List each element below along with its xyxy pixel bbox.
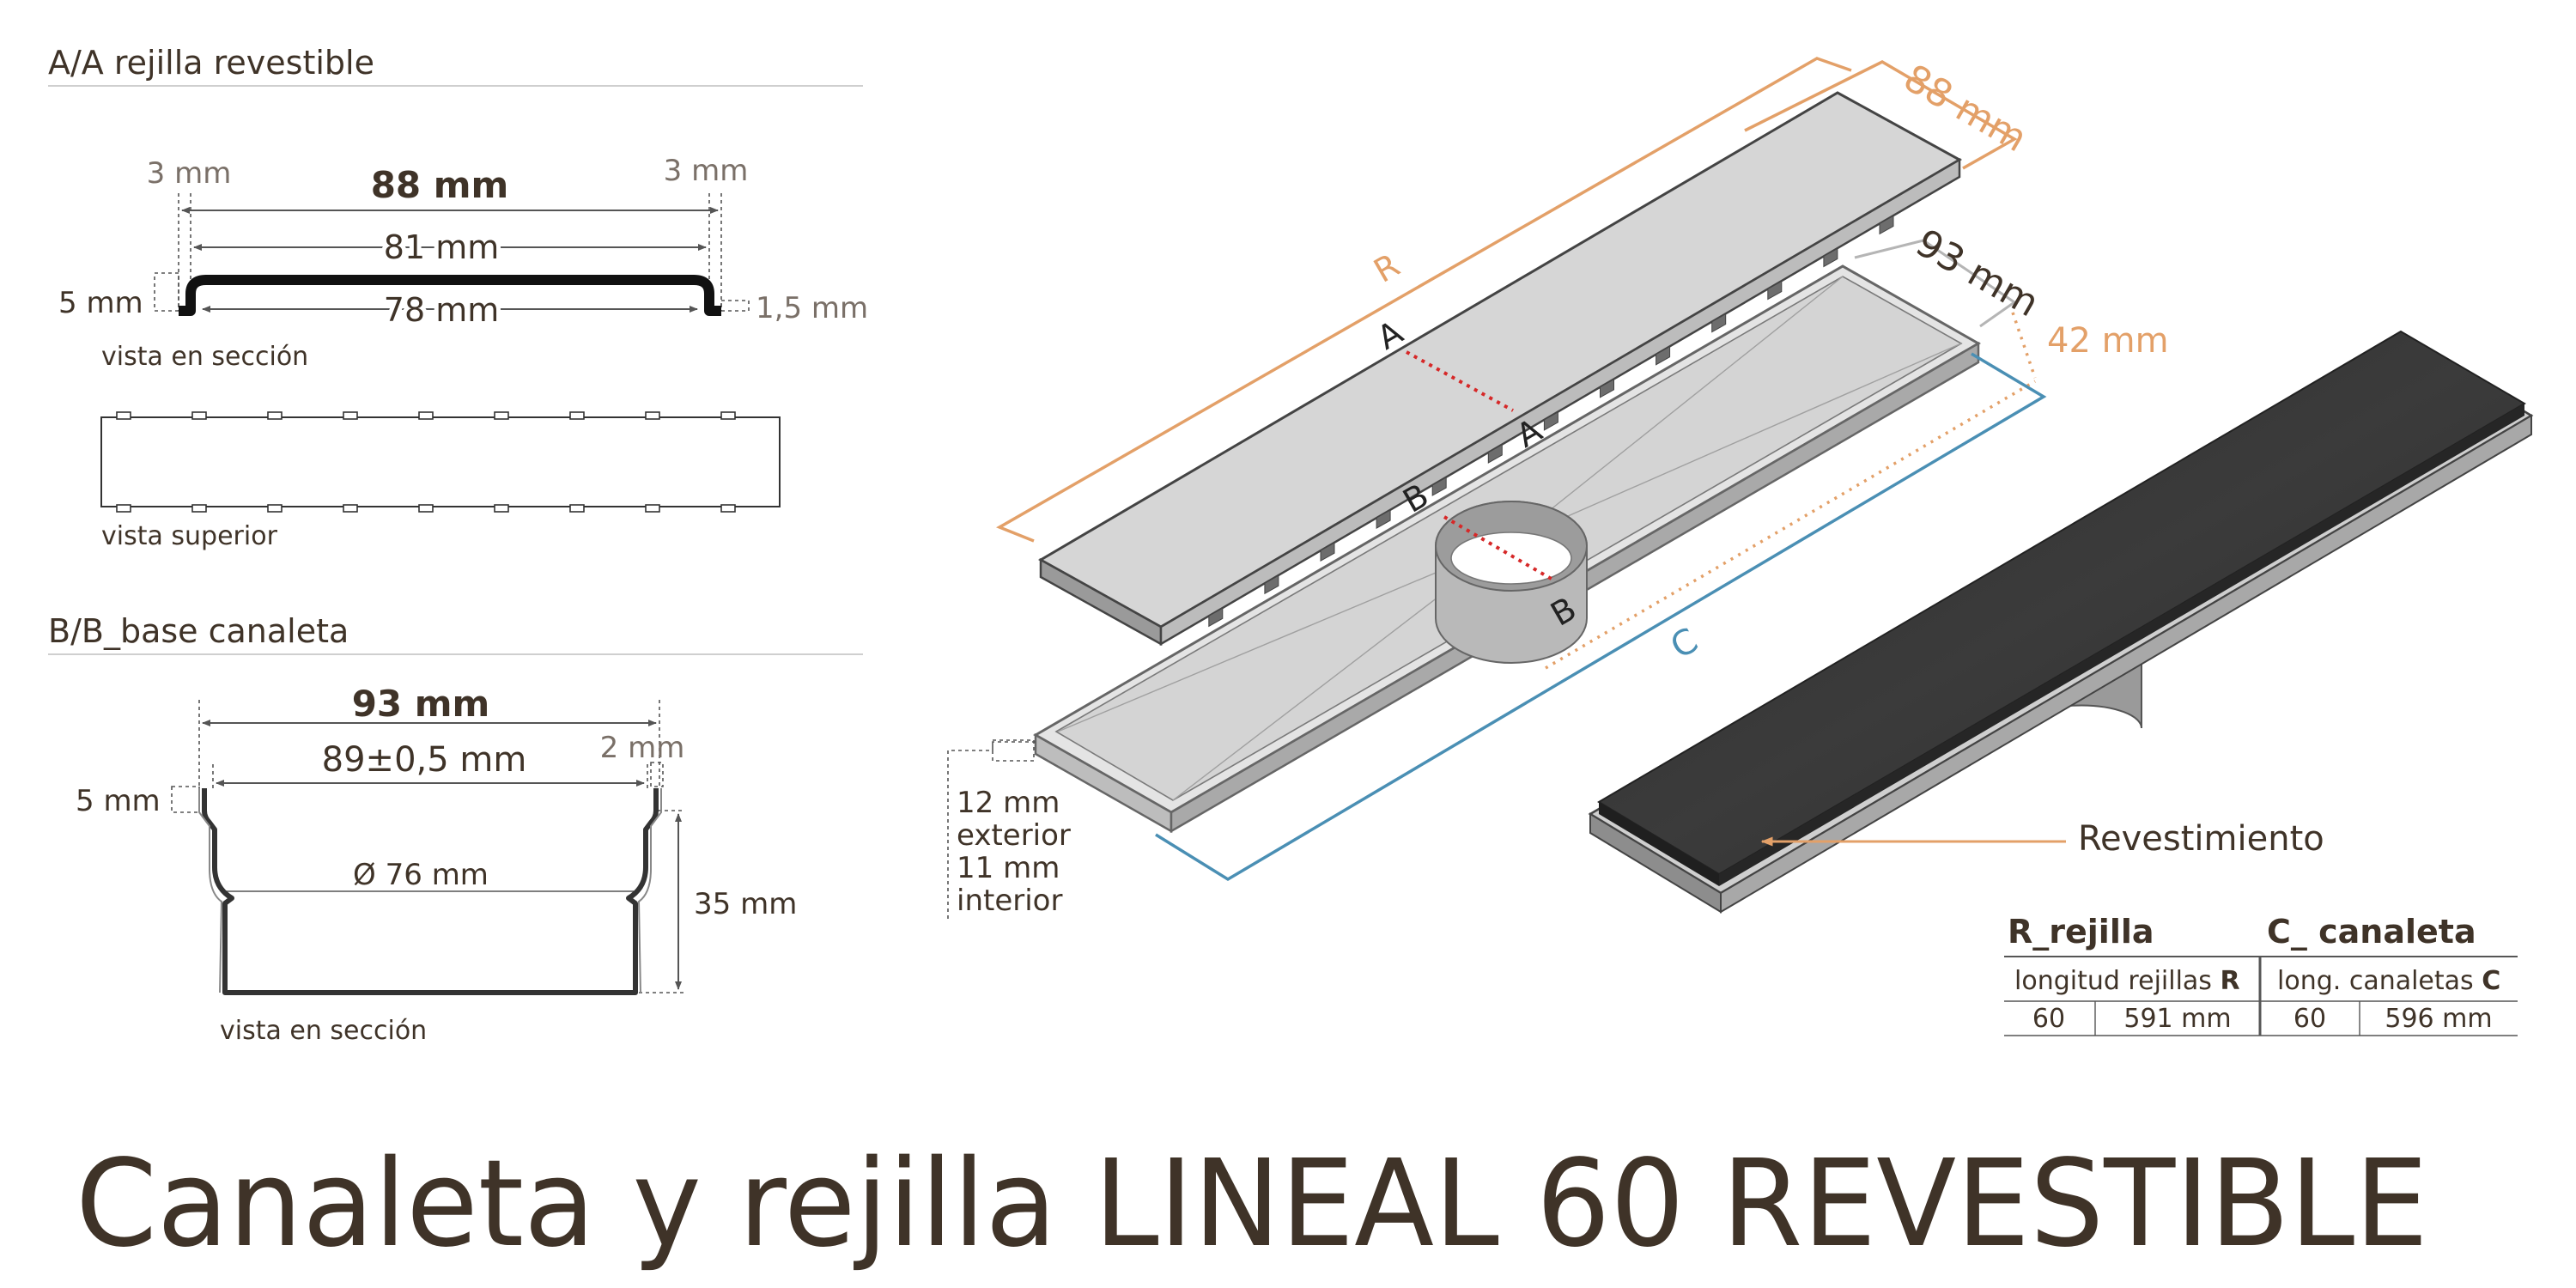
coating-label: Revestimiento [2078,819,2324,859]
edge-note-line-3: 11 mm [957,851,1060,885]
grate-iso-tab [1487,444,1503,464]
ext-box [650,762,664,787]
grate-tab [645,411,660,420]
caption-section-aa: vista en sección [101,342,308,372]
edge-note-line-1: 12 mm [957,786,1060,820]
caption-section-bb: vista en sección [220,1016,427,1046]
spec-table: R_rejilla C_ canaleta longitud rejillas … [2004,913,2518,1036]
grate-tab [645,504,660,513]
section-a-marker [1406,350,1514,412]
table-r-length: 591 mm [2123,1004,2231,1034]
grate-tab [191,411,207,420]
isometric-view: R 88 mm 93 mm 42 mm C A A B B 12 mm exte… [947,56,2169,919]
grate-tab [267,504,283,513]
dim-5-label: 5 mm [58,286,143,320]
grate-tab [569,504,585,513]
table-c-model: 60 [2293,1004,2326,1034]
page-title: Canaleta y rejilla LINEAL 60 REVESTIBLE [76,1134,2428,1274]
dim-5-bb-label: 5 mm [76,784,161,818]
grate-iso-tab [1656,345,1671,366]
grate-tab [720,411,736,420]
grate-iso [1037,91,1963,647]
ext-box [720,300,750,312]
channel-profile [202,788,659,995]
grate-tab [494,411,509,420]
grate-tab [720,504,736,513]
dim-93-label: 93 mm [352,683,490,725]
table-c-length: 596 mm [2385,1004,2492,1034]
dim-42-label: 42 mm [2047,321,2169,361]
dim-2-label: 2 mm [600,731,685,765]
grate-iso-tab [1431,477,1447,496]
section-bb: B/B_base canaleta 93 mm 89±0,5 mm 2 mm 5… [48,612,863,1046]
grate-iso-tab [1543,411,1558,431]
grate-tab [191,504,207,513]
grate-tab [267,411,283,420]
section-bb-heading: B/B_base canaleta [48,612,349,650]
table-r-subheader: longitud rejillas R [2014,966,2240,996]
dim-93-iso-label: 93 mm [1909,221,2046,325]
dim-r-line [995,57,1852,543]
table-r-model: 60 [2032,1004,2065,1034]
dim-88-iso-line [1744,60,2018,170]
grate-tab [116,411,131,420]
grate-tab [418,411,434,420]
grate-iso-tab [1320,542,1335,562]
grate-tab [494,504,509,513]
edge-note-box [992,739,1035,762]
grate-tab [569,411,585,420]
section-aa-heading: A/A rejilla revestible [48,44,374,82]
grate-profile [179,275,721,316]
dim-r-label: R [1368,246,1406,289]
section-b-marker [1443,515,1556,582]
dim-93-iso-line [1854,239,2017,328]
section-aa: A/A rejilla revestible 88 mm 3 mm 3 mm 8… [48,44,868,551]
dim-3-left-label: 3 mm [147,156,232,191]
table-c-header: C_ canaleta [2267,913,2476,951]
dim-c-line [1155,352,2047,882]
edge-note-line-4: interior [957,884,1062,918]
table-r-header: R_rejilla [2008,913,2154,951]
edge-note-line-2: exterior [957,818,1071,853]
coated-assembly: Revestimiento [1588,330,2534,914]
table-c-subheader: long. canaletas C [2277,966,2500,996]
dim-81-label: 81 mm [384,228,499,266]
ext-box [154,272,179,312]
grate-top-view [100,411,781,513]
grate-iso-tab [1264,574,1279,595]
channel-iso [1032,264,1982,834]
dim-88-label: 88 mm [371,164,509,206]
dim-42-line [2011,312,2037,379]
grate-tab [418,504,434,513]
grate-iso-tab [1767,280,1783,301]
dim-dotted-edge [1545,380,2036,670]
dim-3-right-label: 3 mm [664,154,749,188]
grate-tab [116,504,131,513]
dim-c-label: C [1664,621,1704,667]
grate-iso-tab [1711,313,1727,333]
caption-top-view: vista superior [101,521,278,551]
channel-profile-inner [198,788,662,993]
dim-78-label: 78 mm [384,291,499,329]
dim-35-label: 35 mm [694,887,797,921]
grate-iso-tab [1823,247,1838,268]
dim-1-5-label: 1,5 mm [756,291,868,325]
grate-tab [343,411,358,420]
grate-tab [343,504,358,513]
grate-iso-tab [1879,215,1894,235]
dim-76-label: Ø 76 mm [353,858,489,892]
dim-89-label: 89±0,5 mm [322,740,527,780]
ext-box [171,786,200,813]
grate-iso-tab [1376,509,1391,529]
grate-iso-tab [1208,607,1224,628]
grate-iso-tab [1600,378,1614,398]
